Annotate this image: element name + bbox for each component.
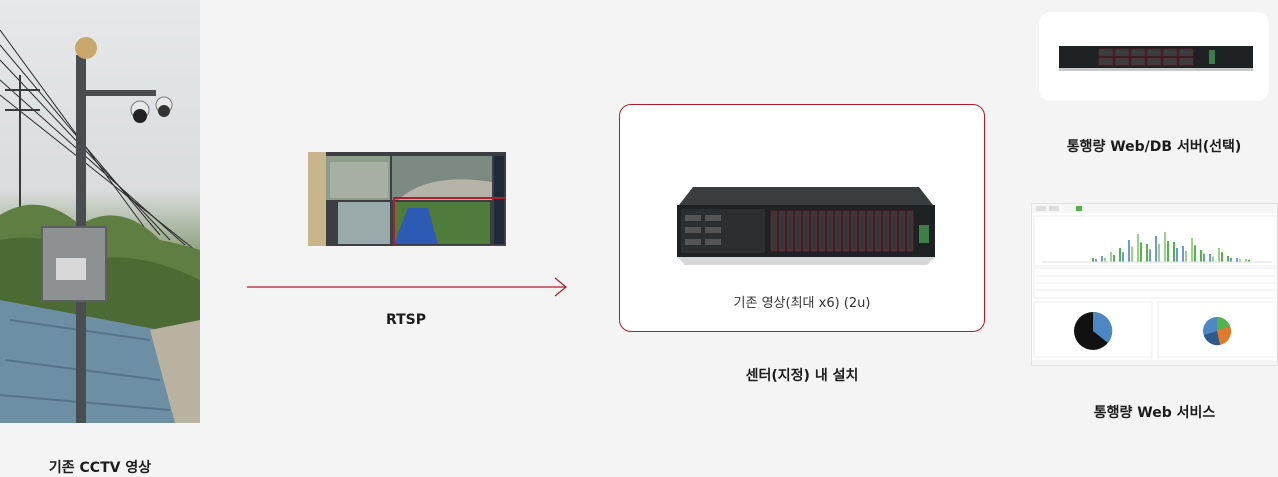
dashboard-bar: [1209, 254, 1211, 262]
drive-bay: [818, 210, 826, 252]
drive-bay: [906, 210, 914, 252]
cctv-pole-illustration: [0, 29, 200, 423]
dashboard-bar: [1194, 245, 1196, 262]
dashboard-bar: [1176, 248, 1178, 262]
existing-cctv-label: 기존 CCTV 영상: [48, 460, 152, 476]
web-db-server-label: 통행량 Web/DB 서버(선택): [1066, 139, 1242, 155]
dashboard-bar: [1191, 238, 1193, 262]
dashboard-bar: [1212, 256, 1214, 262]
dashboard-bar: [1095, 259, 1097, 262]
dashboard-bar: [1203, 253, 1205, 262]
dashboard-bar: [1182, 246, 1184, 262]
dashboard-bar: [1221, 252, 1223, 262]
dashboard-bar: [1167, 241, 1169, 262]
dashboard-bar: [1185, 250, 1187, 262]
dashboard-bar: [1155, 236, 1157, 262]
dashboard-bar: [1227, 256, 1229, 262]
drive-bay: [898, 210, 906, 252]
drive-bay: [850, 210, 858, 252]
web-db-server-card: [1039, 12, 1269, 101]
drive-bay: [770, 210, 778, 252]
dashboard-bar: [1110, 252, 1112, 262]
drive-bay: [794, 210, 802, 252]
dashboard-bar: [1173, 242, 1175, 262]
drive-bay: [874, 210, 882, 252]
video-feed-thumbnail: [308, 152, 506, 246]
drive-bay: [778, 210, 786, 252]
dashboard-bar: [1239, 259, 1241, 262]
drive-bay: [826, 210, 834, 252]
center-caption: 기존 영상(최대 x6) (2u): [733, 296, 871, 311]
dashboard-bar: [1164, 232, 1166, 262]
dashboard-bar: [1122, 252, 1124, 262]
rtsp-arrow-icon: [247, 277, 567, 297]
rack-server-2u-icon: [677, 187, 935, 265]
dashboard-bar: [1158, 243, 1160, 262]
dashboard-bar: [1104, 257, 1106, 262]
dashboard-bar: [1200, 250, 1202, 262]
video-grid-illustration: [308, 152, 506, 246]
dashboard-bar: [1245, 259, 1247, 262]
drive-bay: [858, 210, 866, 252]
dashboard-bar: [1230, 257, 1232, 262]
dashboard-bar: [1146, 244, 1148, 262]
dashboard-bar: [1248, 259, 1250, 262]
cctv-pole-photo: [0, 0, 200, 423]
dashboard-bar: [1140, 242, 1142, 262]
dashboard-bar: [1218, 248, 1220, 262]
center-install-label: 센터(지정) 내 설치: [745, 368, 859, 384]
drive-bay: [882, 210, 890, 252]
rack-server-1u-icon: [1059, 46, 1253, 71]
rtsp-label: RTSP: [385, 312, 427, 328]
dashboard-bar: [1149, 249, 1151, 262]
dashboard-bar: [1119, 248, 1121, 262]
traffic-dashboard-screenshot: [1031, 203, 1278, 366]
drive-bay: [842, 210, 850, 252]
dashboard-bar: [1113, 255, 1115, 262]
dashboard-bar: [1128, 240, 1130, 262]
dashboard-bar: [1101, 256, 1103, 262]
dashboard-bar: [1236, 258, 1238, 262]
drive-bay: [810, 210, 818, 252]
dashboard-bar: [1137, 234, 1139, 262]
dashboard-bar: [1131, 246, 1133, 262]
drive-bay: [890, 210, 898, 252]
center-server-box: 기존 영상(최대 x6) (2u): [619, 104, 985, 332]
drive-bay: [834, 210, 842, 252]
drive-bay: [802, 210, 810, 252]
dashboard-bar: [1092, 258, 1094, 262]
dashboard-illustration: [1032, 204, 1277, 365]
drive-bay: [866, 210, 874, 252]
web-service-label: 통행량 Web 서비스: [1093, 405, 1216, 421]
drive-bay: [786, 210, 794, 252]
